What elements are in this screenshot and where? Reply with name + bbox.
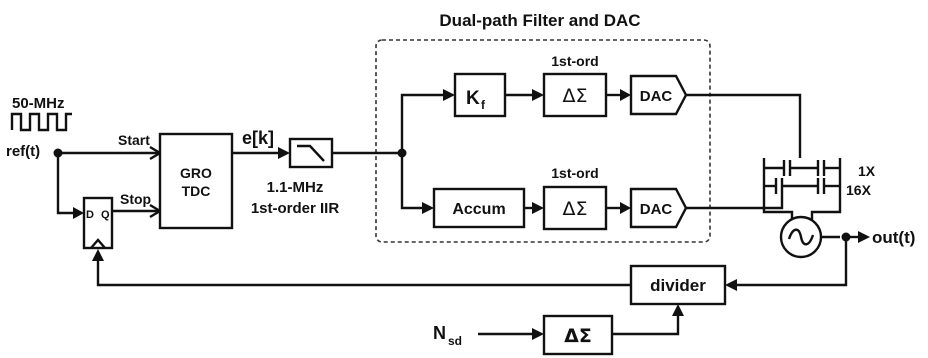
accum-label: Accum (452, 201, 505, 218)
ref-to-dff-wire (56, 153, 73, 215)
ref-label: ref(t) (6, 143, 40, 160)
tdc-label-line2: TDC (182, 183, 211, 199)
out-to-divider-wire (737, 237, 848, 287)
error-label: e[k] (242, 128, 274, 148)
dsm-bottom-box (542, 185, 608, 231)
start-label: Start (118, 132, 150, 148)
kf-label: K (466, 88, 480, 109)
cap-16x-label: 16X (846, 182, 872, 198)
dff-d-arrow-icon (73, 207, 84, 219)
divider-input-arrow-icon (725, 279, 737, 291)
output-label: out(t) (872, 228, 915, 247)
dac-bottom-label: DAC (640, 201, 673, 218)
dsm-bottom-order-label: 1st-ord (551, 165, 598, 181)
output-arrow-icon (858, 231, 870, 243)
kf-subscript: f (481, 98, 486, 112)
feedback-wire (96, 260, 631, 287)
divider-modulus-arrow-icon (672, 304, 684, 316)
dac-bottom-to-cap-wire (686, 194, 784, 210)
cap-1x-label: 1X (858, 163, 876, 179)
dff-clock-icon (90, 238, 106, 249)
filter-label-line2: 1st-order IIR (251, 200, 340, 217)
nsd-label: N (433, 323, 446, 343)
dff-d-label: D (86, 209, 94, 221)
accum-arrow-icon (422, 202, 434, 214)
filter-label-line1: 1.1-MHz (267, 179, 324, 196)
nsd-arrow-icon (532, 328, 544, 340)
upper-path-wire (400, 93, 443, 153)
tdc-label-line1: GRO (180, 165, 212, 181)
divider-label: divider (650, 276, 706, 295)
capacitor-bank (762, 158, 842, 222)
dsm-top-symbol: ΔΣ (562, 85, 587, 107)
dac-top-to-cap-wire (686, 93, 802, 158)
stop-label: Stop (120, 191, 151, 207)
iir-filter-box (288, 137, 334, 169)
dual-path-title: Dual-path Filter and DAC (439, 11, 640, 30)
dsm-top-box (542, 72, 608, 118)
dff-q-label: Q (101, 209, 110, 221)
dac-top-label: DAC (640, 88, 673, 105)
dsm-to-divider-wire (612, 316, 680, 336)
dsm-top-arrow-icon (532, 89, 544, 101)
dac-top-box (629, 74, 688, 116)
dsm-divider-symbol: ΔΣ (564, 325, 592, 347)
kf-arrow-icon (443, 89, 455, 101)
lower-path-wire (400, 153, 422, 210)
input-frequency-label: 50-MHz (12, 95, 65, 112)
dac-top-arrow-icon (620, 89, 631, 101)
dsm-bottom-arrow-icon (532, 202, 544, 214)
dac-bottom-box (629, 187, 688, 229)
nsd-subscript: sd (448, 334, 462, 348)
divider-box (629, 264, 727, 306)
sine-wave-icon (787, 228, 815, 246)
dsm-top-order-label: 1st-ord (551, 53, 598, 69)
lowpass-icon (297, 144, 325, 162)
filter-input-arrow-icon (278, 147, 290, 159)
dac-bottom-arrow-icon (620, 202, 631, 214)
dsm-bottom-symbol: ΔΣ (562, 198, 587, 220)
dff-clock-arrow-icon (92, 249, 104, 261)
gro-tdc-box (158, 132, 234, 230)
dual-path-region (375, 39, 711, 243)
clock-waveform-icon (10, 112, 72, 132)
kf-box (453, 72, 507, 118)
